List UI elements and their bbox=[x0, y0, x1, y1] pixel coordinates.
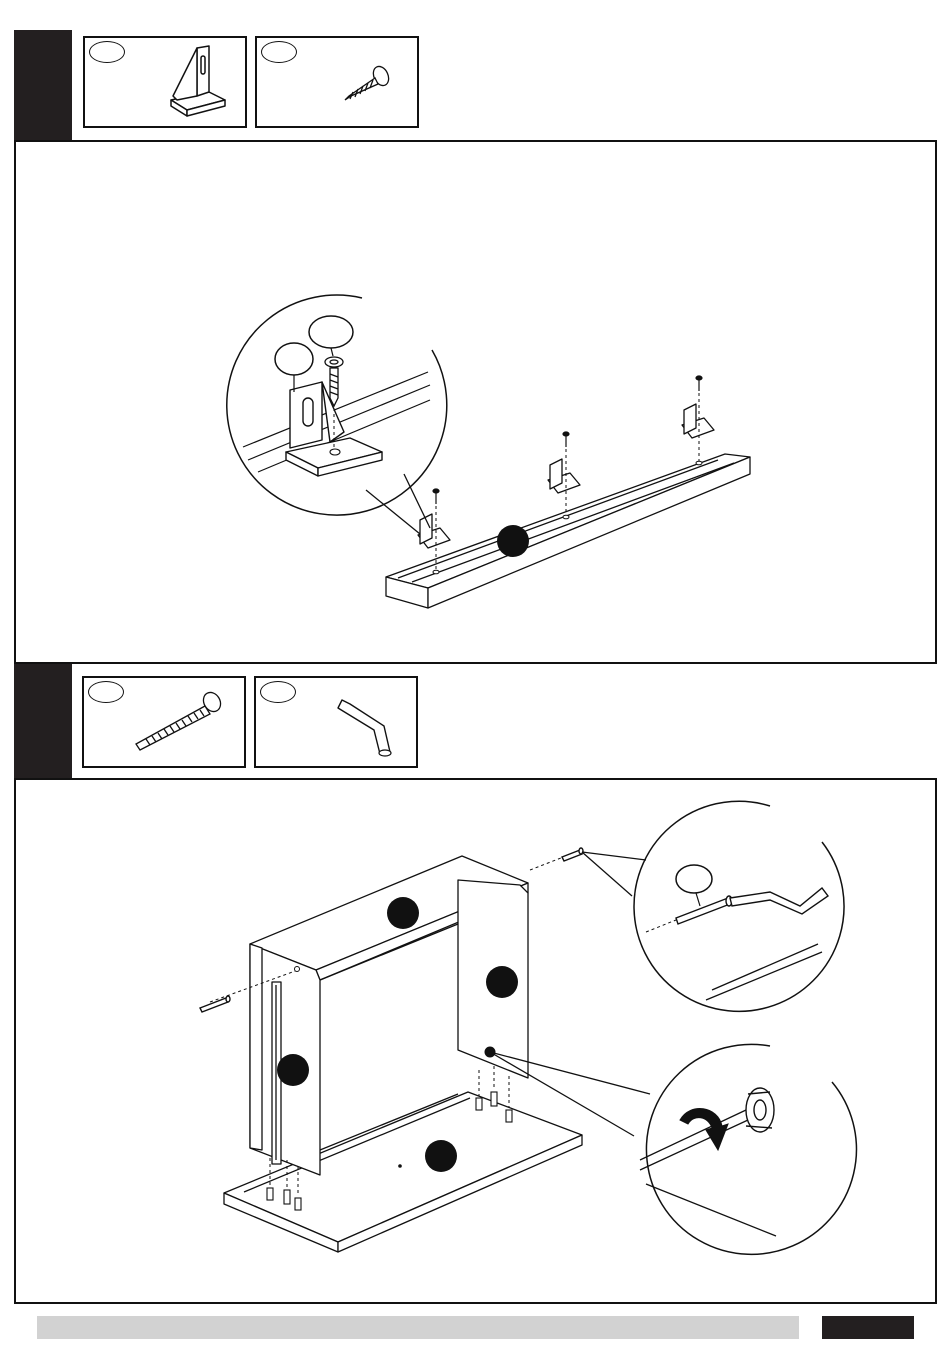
corner-bracket-icon bbox=[85, 38, 249, 130]
step-1-tab bbox=[14, 30, 72, 145]
wood-screw-icon bbox=[257, 38, 421, 130]
part-box-wood-screw bbox=[255, 36, 419, 128]
step-1-panel bbox=[14, 140, 937, 664]
part-box-hex-key bbox=[254, 676, 418, 768]
part-box-confirmat-screw bbox=[82, 676, 246, 768]
hex-key-icon bbox=[256, 678, 420, 770]
footer-bar bbox=[37, 1316, 799, 1339]
confirmat-screw-icon bbox=[84, 678, 248, 770]
part-box-corner-bracket bbox=[83, 36, 247, 128]
footer-page-tab bbox=[822, 1316, 914, 1339]
step-2-tab bbox=[14, 664, 72, 780]
step-2-panel bbox=[14, 778, 937, 1304]
